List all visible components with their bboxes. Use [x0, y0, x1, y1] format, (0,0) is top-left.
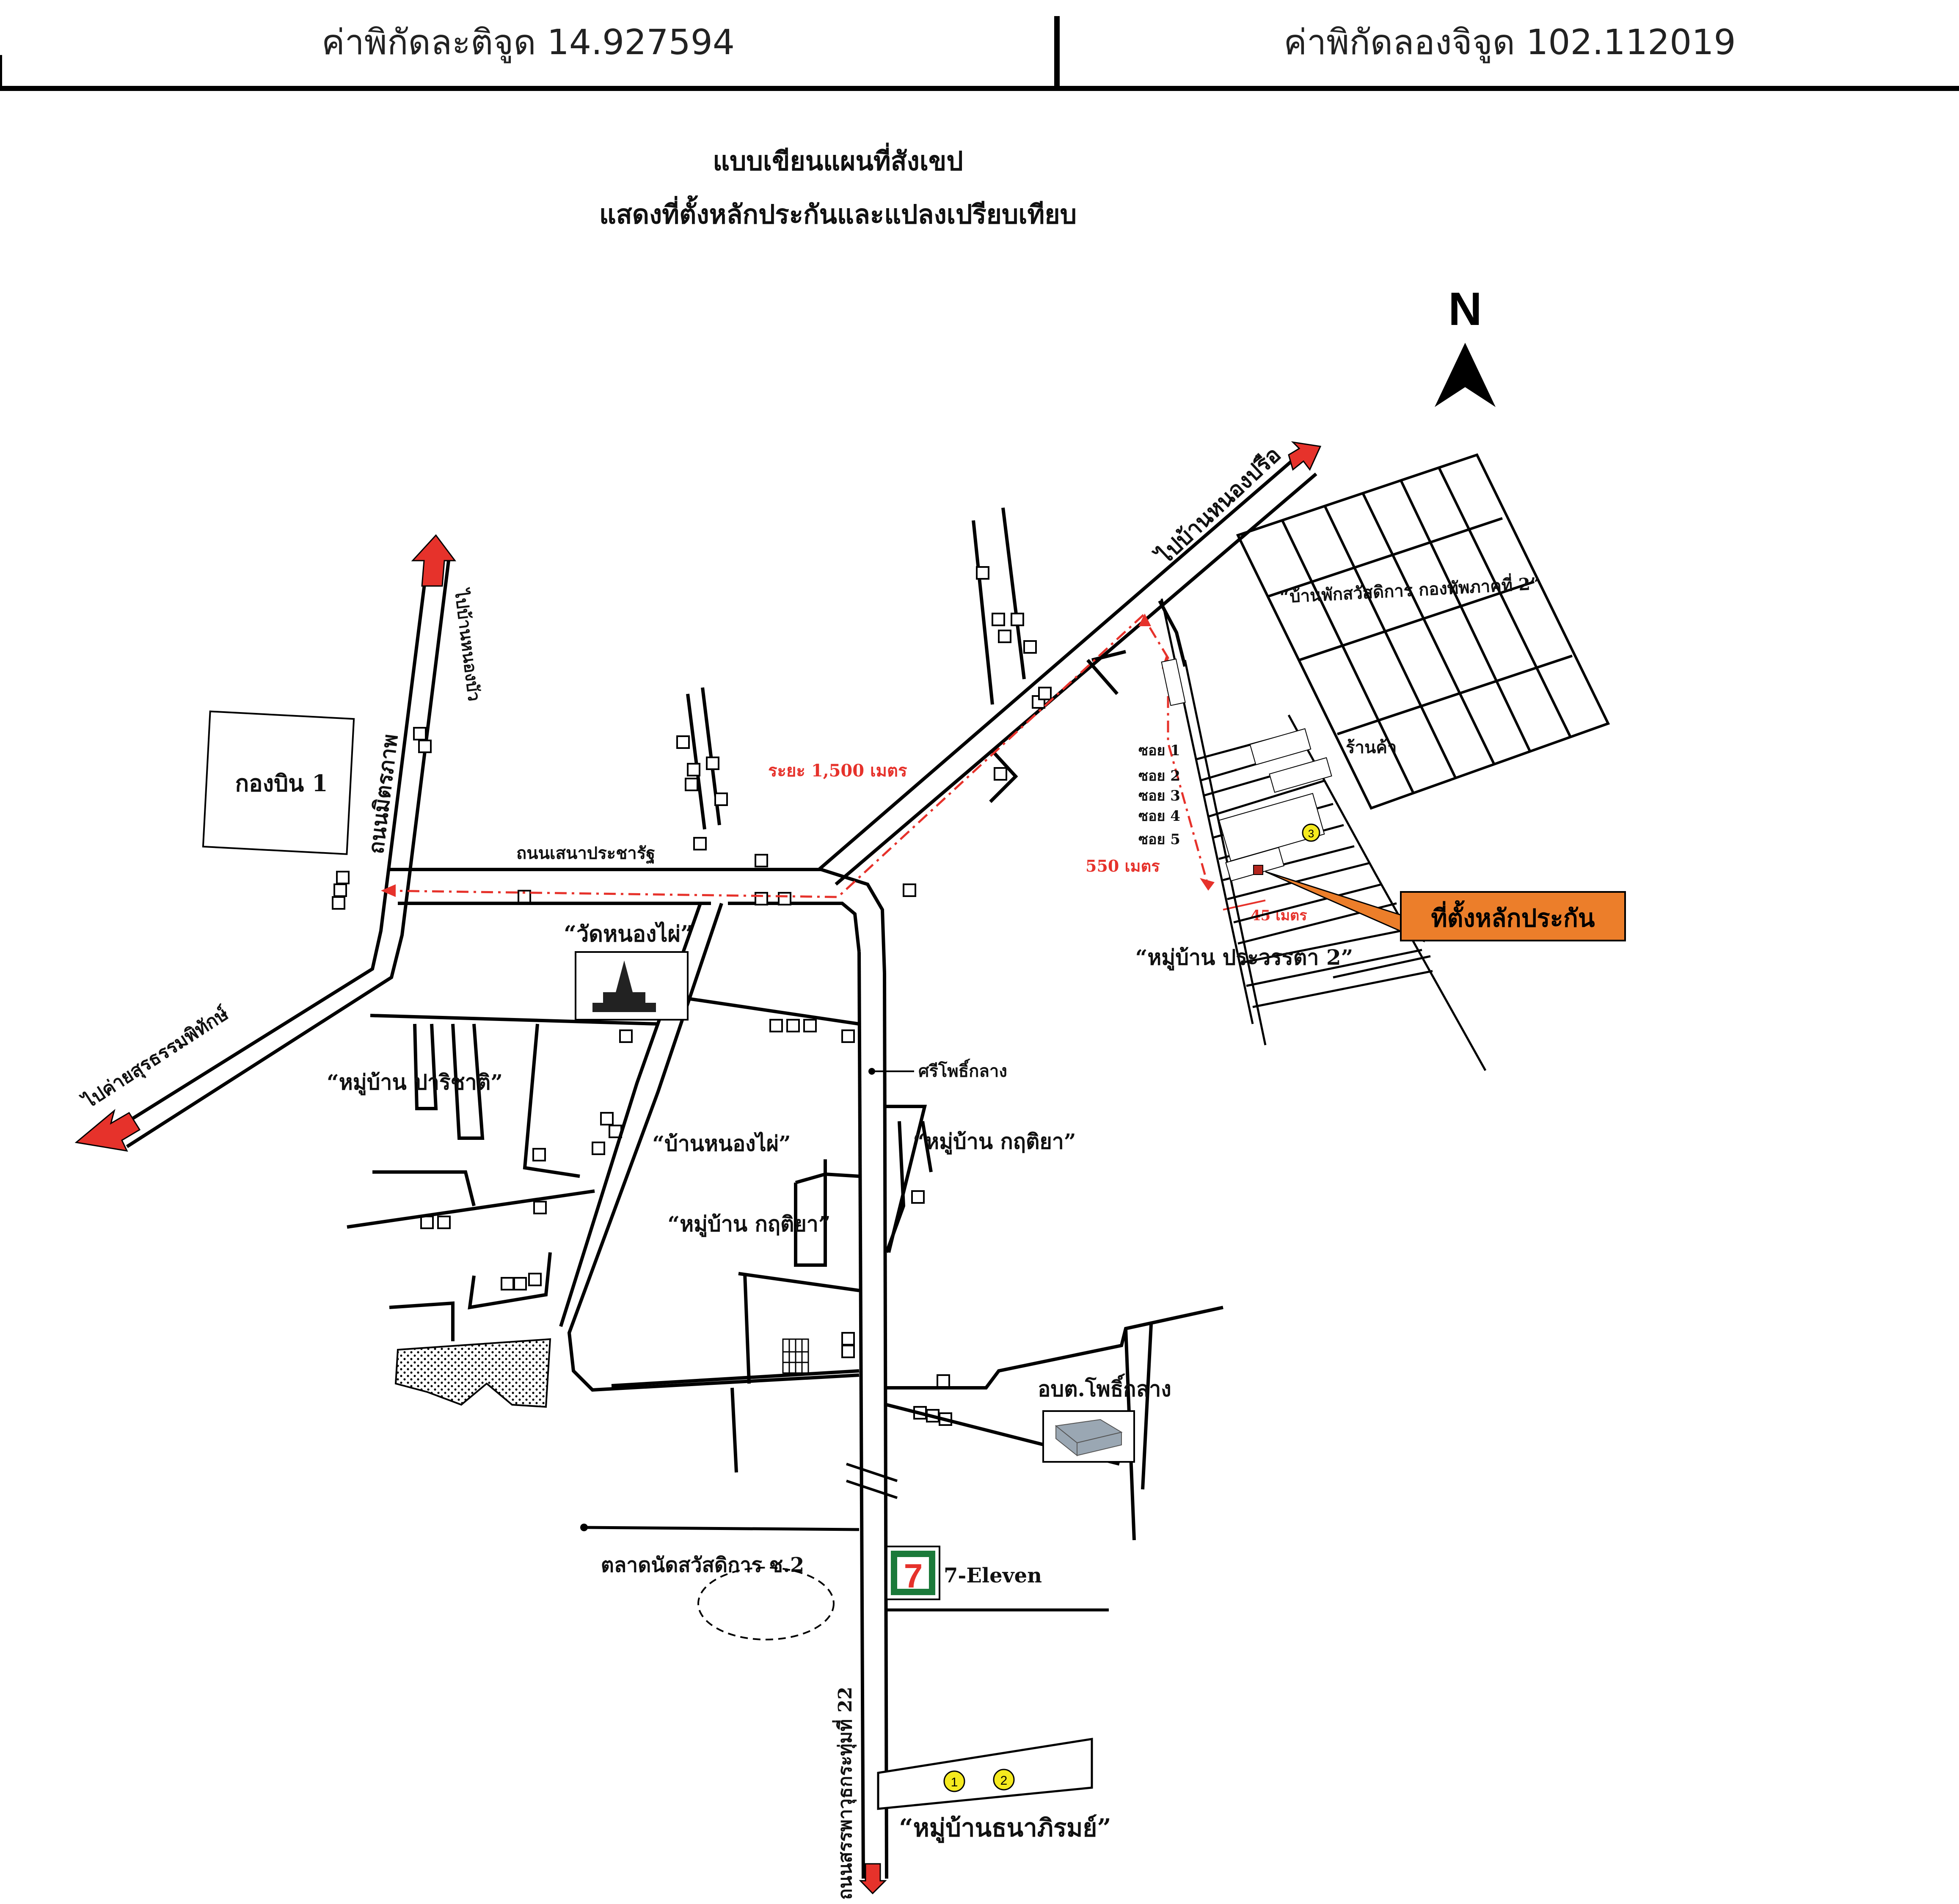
soi-1: ซอย 1: [1138, 742, 1180, 759]
soi-5: ซอย 5: [1138, 831, 1180, 848]
arrow-to-north-icon: [411, 534, 456, 587]
arrow-to-south-icon: [859, 1863, 887, 1895]
road-label-to-southwest: ไปค่ายสุรธรรมพิทักษ์: [78, 1002, 233, 1114]
place-rancha: ร้านค้า: [1346, 737, 1397, 757]
comparison-marker-3: 3: [1302, 823, 1320, 842]
welfare-housing-grid: [1236, 453, 1610, 810]
comparison-marker-1: 1: [943, 1770, 965, 1792]
marker-1-label: 1: [951, 1775, 958, 1789]
sketch-map: แบบเขียนแผนที่สังเขป แสดงที่ตั้งหลักประก…: [74, 143, 1626, 1900]
senaprachrat-road: [389, 868, 886, 974]
place-prawarata: “หมู่บ้าน ประวรรตา 2”: [1135, 945, 1353, 971]
place-sripho: ศรีโพธิ์กลาง: [918, 1059, 1007, 1081]
nongphai-loop-road: [567, 902, 860, 1392]
header-left-border: [0, 55, 2, 87]
place-bannongphai: “บ้านหนองไผ่”: [652, 1131, 791, 1156]
temple-icon: [592, 960, 656, 1012]
place-thanaphirom: “หมู่บ้านธนาภิรมย์”: [899, 1813, 1111, 1843]
row-houses: [1161, 658, 1332, 882]
road-to-nongprue: [818, 451, 1303, 871]
header-bottom-rule: [0, 86, 1959, 91]
distance-lines: [383, 614, 1210, 898]
north-label: N: [1448, 283, 1482, 335]
marker-3-label: 3: [1308, 827, 1314, 840]
place-market: ตลาดนัดสวัสดิการ ช.2: [601, 1553, 805, 1577]
seven-eleven-logo-icon: 7: [886, 1546, 940, 1600]
seven-eleven-logo-digit: 7: [904, 1557, 923, 1595]
road-label-senaprachrat: ถนนเสนาประชารัฐ: [516, 843, 655, 864]
collateral-callout-label: ที่ตั้งหลักประกัน: [1431, 900, 1595, 933]
place-welfare-housing: “บ้านพักสวัสดิการ กองทัพภาคที่ 2”: [1279, 572, 1540, 607]
soi-3: ซอย 3: [1138, 787, 1180, 804]
collateral-location-marker: [1253, 865, 1263, 875]
place-wat: “วัดหนองไผ่”: [564, 921, 693, 947]
soi-labels: ซอย 1 ซอย 2 ซอย 3 ซอย 4 ซอย 5: [1138, 742, 1180, 848]
place-paricha: “หมู่บ้าน ปาริชาติ”: [327, 1070, 503, 1095]
road-label-to-north: ไปบ้านหนองบัว: [451, 587, 485, 703]
main-south-road: [883, 973, 888, 1879]
road-label-main-south: ถนนสรรพาวุธกระทุ่มที่ 22: [832, 1687, 857, 1900]
north-arrow-icon: N: [1435, 283, 1496, 407]
thanaphirom-area: [877, 1738, 1093, 1810]
road-label-to-nongprue: ไปบ้านหนองปรือ: [1151, 442, 1286, 570]
place-krittiya-east: “หมู่บ้าน กฤติยา”: [913, 1129, 1076, 1155]
longitude-label: ค่าพิกัดลองจิจูด 102.112019: [1284, 22, 1736, 63]
soi-2: ซอย 2: [1138, 768, 1180, 784]
place-obt: อบต.โพธิ์กลาง: [1038, 1373, 1171, 1401]
latitude-label: ค่าพิกัดละติจูด 14.927594: [321, 22, 735, 63]
coordinate-header: ค่าพิกัดละติจูด 14.927594 ค่าพิกัดลองจิจ…: [0, 0, 1959, 91]
comparison-marker-2: 2: [993, 1769, 1015, 1791]
soi-4: ซอย 4: [1138, 808, 1180, 825]
collateral-callout-box: [1400, 891, 1626, 941]
houses: [332, 566, 1052, 1426]
pond-area: [394, 1338, 551, 1408]
place-krittiya-inner: “หมู่บ้าน กฤติยา”: [667, 1211, 830, 1237]
distance-1500m: ระยะ 1,500 เมตร: [768, 761, 907, 781]
market-stalls: [782, 1338, 809, 1374]
kongbin-area: [202, 710, 355, 855]
map-title-line1: แบบเขียนแผนที่สังเขป: [713, 143, 963, 176]
place-kongbin: กองบิน 1: [235, 770, 328, 797]
distance-550m: 550 เมตร: [1086, 856, 1160, 875]
place-seven-eleven: 7-Eleven: [944, 1564, 1042, 1588]
marker-2-label: 2: [1000, 1774, 1008, 1788]
map-title-line2: แสดงที่ตั้งหลักประกันและแปลงเปรียบเทียบ: [599, 195, 1077, 230]
arrow-to-southwest-icon: [74, 1109, 141, 1152]
market-area: [697, 1567, 835, 1640]
arrow-to-nongprue-icon: [1288, 441, 1322, 471]
header-divider: [1054, 16, 1060, 88]
